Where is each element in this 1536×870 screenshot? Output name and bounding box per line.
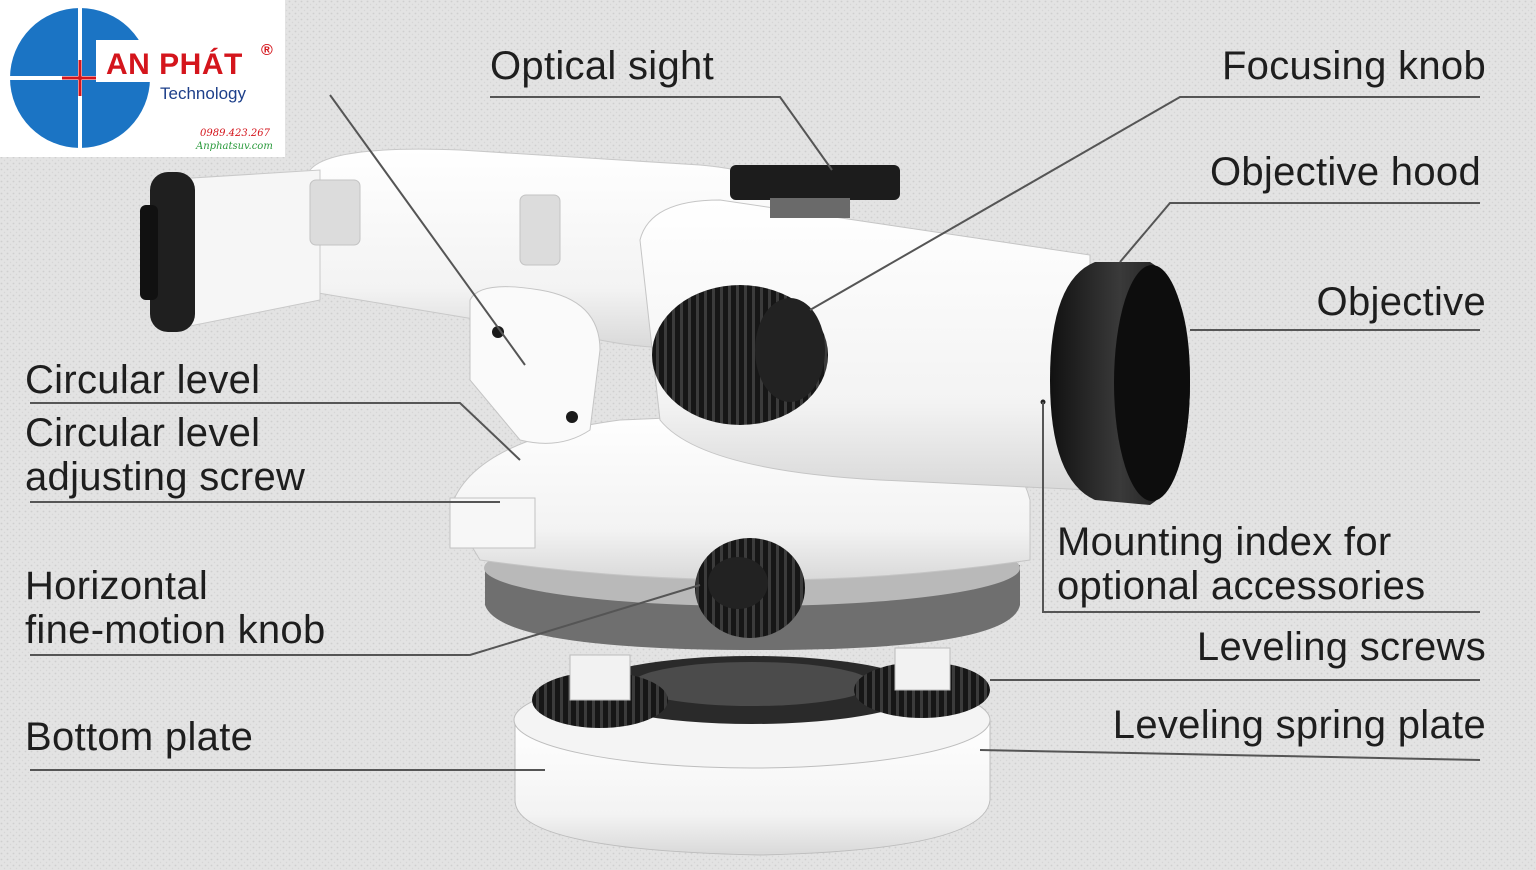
label-objective: Objective: [1316, 280, 1486, 324]
label-circular-level-adjusting-line2: adjusting screw: [25, 455, 306, 499]
label-focusing-knob: Focusing knob: [1221, 44, 1486, 88]
registered-mark: ®: [261, 42, 273, 59]
label-bottom-plate: Bottom plate: [25, 715, 254, 759]
leveling-screws: [532, 647, 990, 728]
label-circular-level: Circular level: [25, 358, 261, 402]
label-objective-hood: Objective hood: [1209, 150, 1481, 194]
objective-hood: [1050, 262, 1190, 505]
label-leveling-spring-plate: Leveling spring plate: [1112, 703, 1486, 747]
label-mounting-index-line2: optional accessories: [1057, 564, 1426, 608]
horizontal-fine-motion-knob: [695, 538, 805, 638]
brand-name: AN PHÁT: [106, 48, 243, 81]
label-circular-level-adjusting-line1: Circular level: [25, 411, 261, 455]
brand-tagline: Technology: [160, 84, 247, 103]
phone-number: 0989.423.267: [200, 128, 270, 139]
label-optical-sight: Optical sight: [490, 44, 714, 88]
label-horizontal-line2: fine-motion knob: [25, 608, 326, 652]
label-mounting-index-line1: Mounting index for: [1057, 520, 1392, 564]
focusing-knob: [652, 285, 828, 425]
website-link[interactable]: Anphatsuv.com: [196, 141, 273, 152]
leveling-spring-plate: [582, 656, 922, 724]
label-leveling-screws: Leveling screws: [1196, 625, 1486, 669]
label-horizontal-line1: Horizontal: [25, 564, 209, 608]
company-logo: AN PHÁT ® Technology 0989.423.267 Anphat…: [0, 0, 285, 157]
optical-sight: [730, 165, 900, 218]
logo-emblem-icon: [10, 8, 271, 150]
leader-lines: [30, 94, 1481, 771]
